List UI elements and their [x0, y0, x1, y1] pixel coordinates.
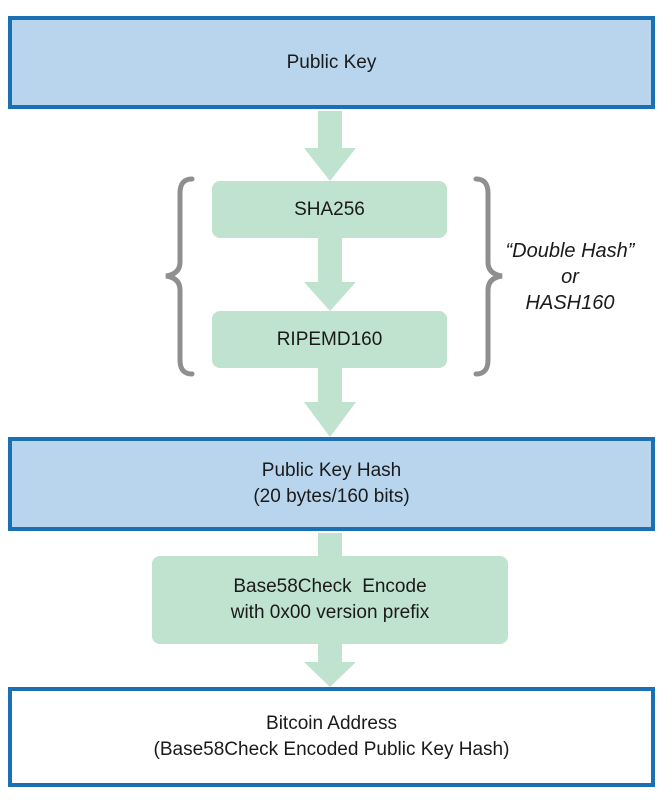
arrow-publickey-to-sha256 [304, 111, 356, 181]
base58check-title: Base58Check Encode [233, 576, 427, 598]
bitcoin-address-box: Bitcoin Address (Base58Check Encoded Pub… [8, 687, 655, 787]
ripemd160-label: RIPEMD160 [276, 328, 383, 350]
public-key-box: Public Key [8, 16, 655, 109]
base58check-box: Base58Check Encode with 0x00 version pre… [152, 556, 508, 644]
arrow-pkh-to-base58 [318, 533, 342, 556]
arrow-base58-to-address [304, 644, 356, 687]
arrow-sha256-to-ripemd160 [304, 238, 356, 311]
note-line-3: HASH160 [525, 292, 615, 314]
bitcoin-address-subtitle: (Base58Check Encoded Public Key Hash) [153, 739, 510, 760]
base58check-subtitle: with 0x00 version prefix [230, 602, 430, 623]
right-brace [473, 176, 503, 377]
note-line-2: or [561, 266, 579, 288]
note-line-1: “Double Hash” [505, 240, 635, 262]
public-key-hash-title: Public Key Hash [261, 460, 402, 482]
arrow-ripemd160-to-pkh [304, 368, 356, 437]
public-key-hash-size: (20 bytes/160 bits) [253, 486, 410, 507]
sha256-label: SHA256 [294, 198, 365, 220]
double-hash-note: “Double Hash” or HASH160 [500, 238, 640, 316]
bitcoin-address-title: Bitcoin Address [266, 713, 397, 735]
ripemd160-box: RIPEMD160 [212, 311, 447, 368]
left-brace [165, 176, 195, 377]
public-key-hash-box: Public Key Hash (20 bytes/160 bits) [8, 437, 655, 531]
sha256-box: SHA256 [212, 181, 447, 238]
public-key-label: Public Key [286, 51, 377, 73]
